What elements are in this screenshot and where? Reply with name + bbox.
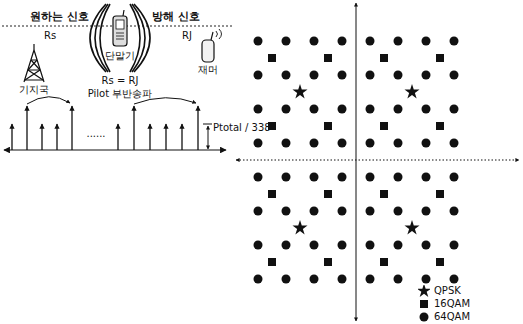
wave-fronts bbox=[90, 4, 150, 72]
power-label: Ptotal / 338 bbox=[213, 122, 271, 134]
legend-text: 64QAM bbox=[434, 311, 470, 323]
legend-entry: QPSK bbox=[418, 285, 461, 297]
device-label: 재머 bbox=[198, 64, 218, 76]
condition-label: Rs = RJ bbox=[102, 75, 139, 87]
device-label: 기지국 bbox=[19, 84, 49, 96]
jammer-icon bbox=[202, 29, 222, 62]
frequency-axis bbox=[4, 149, 226, 150]
device-label: 단말기 bbox=[105, 50, 135, 62]
distance-label: RJ bbox=[182, 30, 192, 42]
signal-name: 방해 신호 bbox=[152, 10, 200, 23]
i-axis bbox=[236, 160, 519, 161]
power-dimension bbox=[203, 124, 212, 149]
terminal-icon bbox=[113, 10, 127, 46]
base-station-icon bbox=[24, 44, 44, 82]
distance-label: Rs bbox=[44, 30, 56, 42]
legend-entry: 64QAM bbox=[418, 311, 470, 323]
signal-name: 원하는 신호 bbox=[30, 10, 89, 23]
legend-swatch bbox=[418, 311, 430, 323]
legend-swatch bbox=[418, 298, 430, 310]
subcarrier-arrows bbox=[12, 106, 198, 150]
ellipsis: ...... bbox=[86, 128, 105, 140]
legend-swatch bbox=[418, 285, 430, 297]
pilot-label: Pilot 부반송파 bbox=[88, 88, 153, 100]
legend-entry: 16QAM bbox=[418, 298, 470, 310]
q-axis bbox=[356, 3, 357, 321]
legend-text: QPSK bbox=[434, 285, 461, 297]
constellation-points bbox=[254, 37, 459, 284]
legend-text: 16QAM bbox=[434, 298, 470, 310]
